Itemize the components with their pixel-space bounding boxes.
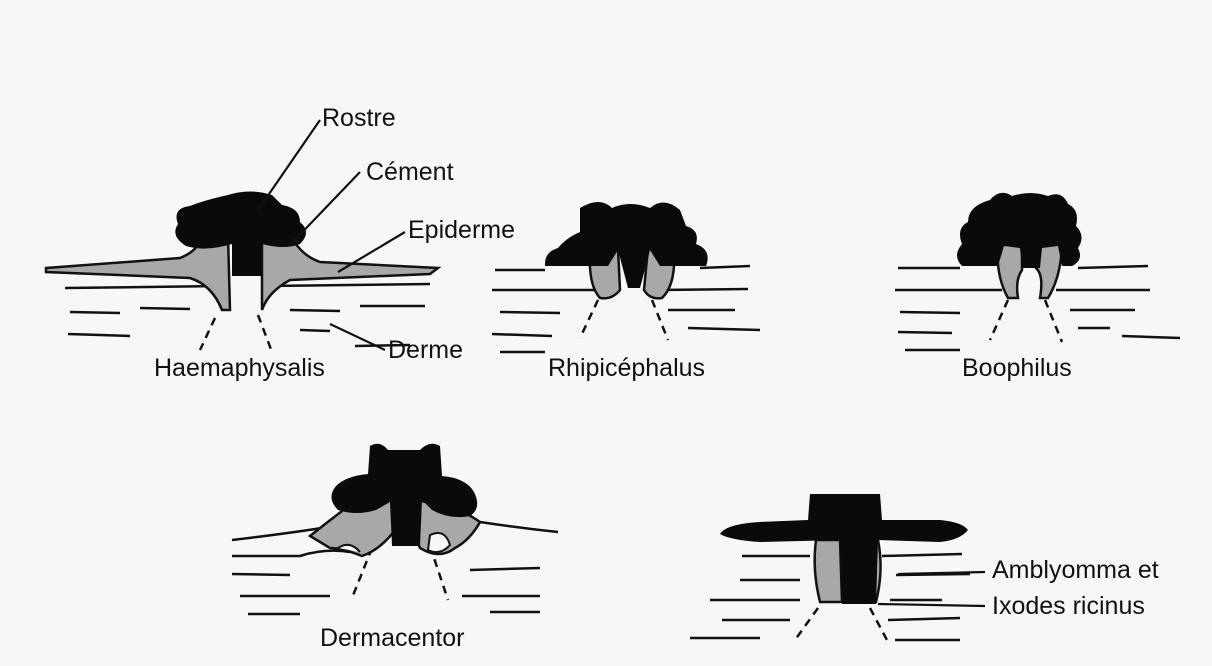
amblyomma-label-line2: Ixodes ricinus <box>992 592 1145 620</box>
epiderme-label: Epiderme <box>408 216 515 244</box>
boophilus-label: Boophilus <box>962 354 1072 382</box>
amblyomma-rostre <box>720 494 968 604</box>
dermacentor-label: Dermacentor <box>320 624 465 652</box>
rostre-leader <box>258 120 320 210</box>
rhipicephalus-rostre <box>545 202 708 288</box>
rhipicephalus-label: Rhipicéphalus <box>548 354 705 382</box>
derme-label: Derme <box>388 336 463 364</box>
haemaphysalis-skin-lines <box>65 284 430 352</box>
amblyomma-label-line1: Amblyomma et <box>992 556 1159 584</box>
rhipicephalus-figure <box>492 202 760 352</box>
dermacentor-figure <box>232 444 558 614</box>
cement-leader <box>290 172 360 245</box>
haemaphysalis-label: Haemaphysalis <box>154 354 325 382</box>
rostre-label: Rostre <box>322 104 396 132</box>
amblyomma-leader-2 <box>878 604 985 606</box>
haemaphysalis-figure <box>46 192 438 353</box>
cement-label: Cément <box>366 158 454 186</box>
boophilus-figure <box>895 193 1180 350</box>
boophilus-skin-lines <box>895 266 1180 350</box>
amblyomma-leader-1 <box>898 572 985 574</box>
amblyomma-figure <box>690 494 970 642</box>
